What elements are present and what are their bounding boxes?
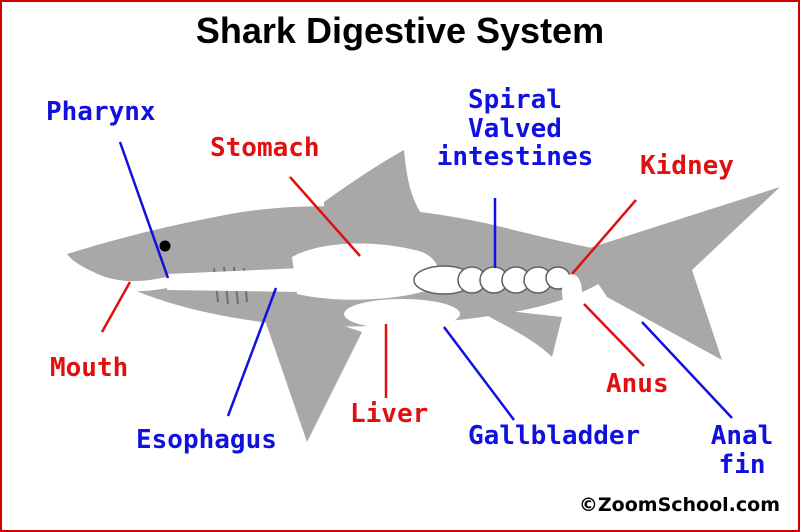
mouth-pointer [100, 281, 132, 333]
tail-fin [577, 187, 780, 360]
label-spiral-line-3: intestines [436, 142, 594, 173]
stomach-organ [292, 243, 439, 300]
copyright-text: ©ZoomSchool.com [578, 494, 780, 516]
label-anal-fin: Anal fin [702, 422, 782, 479]
label-esophagus: Esophagus [136, 425, 277, 455]
spiral-intestine [413, 265, 571, 295]
liver-organ [344, 299, 460, 329]
label-gallbladder: Gallbladder [468, 421, 641, 451]
pelvic-fin [472, 307, 562, 357]
pectoral-fin [257, 297, 362, 442]
label-kidney: Kidney [640, 151, 734, 181]
label-stomach: Stomach [210, 133, 320, 163]
stomach-pointer [289, 176, 361, 257]
label-spiral-line-1: Spiral [468, 85, 562, 115]
shark-eye [159, 240, 171, 252]
rectum [562, 274, 582, 310]
kidney-pointer [571, 199, 637, 275]
diagram-title: Shark Digestive System [195, 10, 605, 51]
esophagus-pointer [226, 287, 278, 417]
pharynx-pointer [118, 141, 170, 279]
label-anal-line-2: fin [718, 449, 766, 480]
gallbladder-pointer [443, 326, 515, 421]
anal-fin-pointer [641, 321, 733, 419]
mouth-opening [97, 274, 167, 292]
label-spiral-valved-intestines: Spiral Valved intestines [430, 86, 600, 172]
label-anus: Anus [606, 369, 669, 399]
label-pharynx: Pharynx [46, 97, 156, 127]
esophagus-organ [167, 268, 302, 292]
anus-pointer [583, 303, 645, 367]
label-liver: Liver [350, 399, 429, 429]
label-spiral-line-2: Valved [468, 113, 562, 144]
label-mouth: Mouth [50, 353, 129, 383]
label-anal-line-1: Anal [710, 421, 774, 451]
